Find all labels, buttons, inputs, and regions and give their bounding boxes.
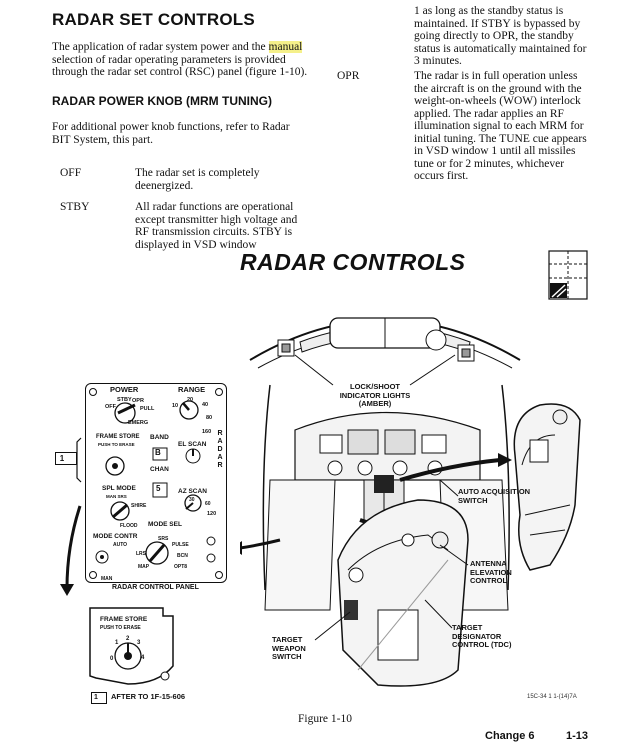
inset-subtitle: PUSH TO ERASE bbox=[100, 625, 141, 631]
term-opr: OPR bbox=[337, 70, 360, 82]
flood-label: FLOOD bbox=[120, 523, 138, 529]
inset-digit-0: 0 bbox=[110, 656, 114, 662]
stby-continued: 1 as long as the standby status is maint… bbox=[414, 5, 587, 67]
bcn-label: BCN bbox=[177, 553, 188, 559]
page-title: RADAR SET CONTROLS bbox=[52, 10, 255, 29]
man-label: MAN bbox=[101, 576, 113, 582]
az-30: 30 bbox=[189, 497, 195, 503]
push-to-erase-label: PUSH TO ERASE bbox=[98, 442, 135, 447]
power-label: POWER bbox=[110, 385, 139, 394]
page-locator-icon bbox=[548, 250, 588, 300]
page-number: 1-13 bbox=[566, 730, 589, 742]
range-40: 40 bbox=[202, 402, 209, 408]
power-knob[interactable] bbox=[114, 402, 136, 424]
opt8-label: OPT8 bbox=[174, 564, 188, 570]
spl-mode-label: SPL MODE bbox=[102, 485, 136, 492]
map-label: MAP bbox=[138, 564, 150, 570]
inset-digit-1: 1 bbox=[115, 640, 119, 646]
shire-label: SHIRE bbox=[131, 503, 147, 509]
inset-digit-4: 4 bbox=[141, 655, 145, 661]
range-label: RANGE bbox=[178, 385, 206, 394]
az-scan-knob[interactable] bbox=[184, 494, 202, 512]
az-scan-label: AZ SCAN bbox=[178, 488, 207, 495]
throttle-grip-illustration bbox=[337, 499, 469, 687]
section-heading: RADAR POWER KNOB (MRM TUNING) bbox=[52, 94, 272, 108]
auto-acq-callout: AUTO ACQUISITION SWITCH bbox=[458, 487, 531, 505]
figure-title: RADAR CONTROLS bbox=[240, 249, 466, 275]
band-label: BAND bbox=[150, 434, 169, 441]
range-20: 20 bbox=[187, 397, 194, 403]
mode-select-knob[interactable] bbox=[145, 541, 169, 565]
mode-control-knob[interactable] bbox=[95, 550, 109, 564]
chan-value: 5 bbox=[156, 484, 161, 493]
pulse-label: PULSE bbox=[172, 542, 189, 548]
inset-digit-3: 3 bbox=[137, 640, 141, 646]
term-off: OFF bbox=[60, 167, 82, 179]
lock-shoot-callout: LOCK/SHOOT INDICATOR LIGHTS (AMBER) bbox=[339, 382, 411, 408]
range-knob[interactable] bbox=[179, 400, 199, 420]
after-note: AFTER TO 1F-15-606 bbox=[111, 692, 186, 701]
panel-marker-number: 1 bbox=[59, 454, 65, 463]
range-80: 80 bbox=[206, 415, 213, 421]
chan-label: CHAN bbox=[150, 466, 169, 473]
mode-sel-label: MODE SEL bbox=[148, 521, 182, 528]
antenna-callout: ANTENNA ELEVATION CONTROL bbox=[470, 559, 512, 585]
panel-caption: RADAR CONTROL PANEL bbox=[112, 584, 199, 591]
range-160: 160 bbox=[202, 429, 212, 435]
intro-text-start: The application of radar system power an… bbox=[52, 41, 269, 53]
srs-label: SRS bbox=[158, 536, 169, 542]
az-60: 60 bbox=[205, 501, 211, 507]
target-weapon-callout: TARGET WEAPON SWITCH bbox=[272, 635, 306, 661]
after-marker-box: 1 bbox=[91, 692, 107, 704]
lrs-label: LRS bbox=[136, 551, 146, 557]
band-window bbox=[152, 447, 168, 461]
frame-store-label: FRAME STORE bbox=[96, 434, 140, 440]
opr-label: OPR bbox=[132, 398, 144, 404]
inset-digit-2: 2 bbox=[126, 636, 130, 642]
spl-sub-label: MAN SRS bbox=[106, 494, 127, 499]
panel-bracket-and-arrow bbox=[60, 437, 82, 596]
chan-window bbox=[152, 482, 168, 498]
el-scan-knob[interactable] bbox=[185, 448, 201, 464]
pull-label: PULL bbox=[140, 406, 155, 412]
figure-caption: Figure 1-10 bbox=[298, 713, 352, 725]
desc-off: The radar set is completely deenergized. bbox=[135, 167, 260, 192]
term-stby: STBY bbox=[60, 201, 90, 213]
desc-opr: The radar is in full operation unless th… bbox=[414, 70, 587, 182]
frame-store-inset bbox=[89, 607, 174, 685]
stby-label: STBY bbox=[117, 397, 132, 403]
intro-paragraph: The application of radar system power an… bbox=[52, 41, 312, 79]
radar-vertical-label: RADAR bbox=[217, 430, 223, 469]
emerg-label: EMERG bbox=[128, 420, 149, 426]
tdc-callout: TARGET DESIGNATOR CONTROL (TDC) bbox=[452, 623, 512, 649]
inset-title: FRAME STORE bbox=[100, 616, 148, 623]
highlighted-word: manual bbox=[268, 41, 303, 53]
desc-stby: All radar functions are operational exce… bbox=[135, 201, 298, 251]
auto-label: AUTO bbox=[113, 542, 128, 548]
stick-grip-illustration bbox=[513, 403, 581, 571]
band-value: B bbox=[155, 448, 161, 457]
panel-knobs bbox=[89, 388, 223, 579]
section-paragraph: For additional power knob functions, ref… bbox=[52, 121, 290, 146]
range-10: 10 bbox=[172, 403, 179, 409]
after-marker-number: 1 bbox=[94, 694, 98, 701]
range-120: 120 bbox=[207, 511, 217, 517]
off-label: OFF bbox=[105, 404, 116, 410]
figure-code: 15C-34 1 1-(14)7A bbox=[527, 694, 577, 700]
spl-mode-knob[interactable] bbox=[110, 501, 130, 521]
el-scan-label: EL SCAN bbox=[178, 441, 207, 448]
change-number: Change 6 bbox=[485, 730, 535, 742]
intro-text-end: selection of radar operating parameters … bbox=[52, 53, 308, 79]
mode-contr-label: MODE CONTR bbox=[93, 533, 138, 540]
frame-store-knob[interactable] bbox=[105, 456, 125, 476]
